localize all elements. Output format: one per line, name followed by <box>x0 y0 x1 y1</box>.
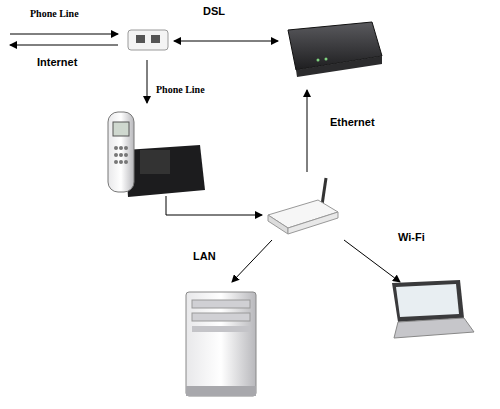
dsl-modem <box>288 22 382 77</box>
splitter-device <box>128 30 168 50</box>
connection-label: Ethernet <box>330 116 375 128</box>
connection-label: Wi-Fi <box>398 231 425 243</box>
laptop-computer <box>392 280 474 338</box>
connection-label: LAN <box>193 250 216 262</box>
connection-label: DSL <box>203 5 225 17</box>
cordless-phone <box>108 112 205 197</box>
wire-arrows <box>10 34 400 282</box>
line-label: Internet <box>37 56 77 68</box>
desktop-computer <box>186 292 256 396</box>
line-label: Phone Line <box>30 8 79 19</box>
line-label: Phone Line <box>156 84 205 95</box>
wireless-router <box>268 178 338 234</box>
